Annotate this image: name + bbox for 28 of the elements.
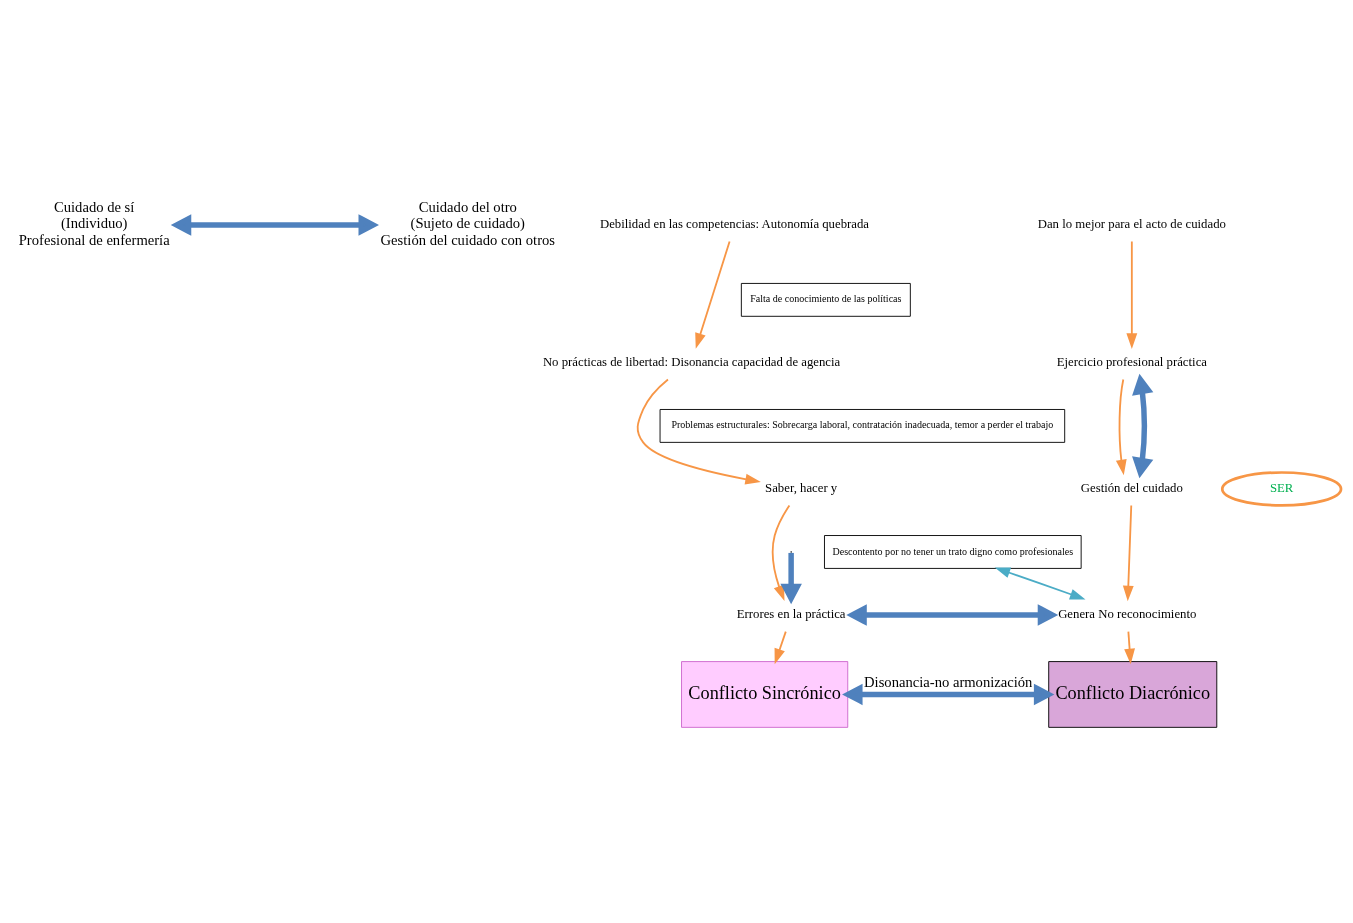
arrow xyxy=(994,567,1086,599)
edge-label: Disonancia-no armonización xyxy=(864,673,1033,690)
node-text: Errores en la práctica xyxy=(736,606,846,621)
node-text: Genera No reconocimiento xyxy=(1058,606,1197,621)
node-text: Dan lo mejor para el acto de cuidado xyxy=(1037,216,1226,231)
node-box: Problemas estructurales: Sobrecarga laboral, contratación inadecuada, temor a perder el trabajo xyxy=(659,408,1066,443)
node-box: Conflicto Sincrónico xyxy=(681,660,849,728)
node-text: Debilidad en las competencias: Autonomía quebrada xyxy=(599,216,870,231)
arrow xyxy=(1126,240,1138,349)
arrow xyxy=(1132,373,1154,478)
arrow xyxy=(170,213,379,236)
node-text: Cuidado de sí (Individuo) Profesional de enfermería xyxy=(18,198,170,248)
node-box: Falta de conocimiento de las políticas xyxy=(740,282,911,317)
arrow xyxy=(695,240,731,349)
arrow xyxy=(636,378,761,485)
node-box: Descontento por no tener un trato digno como profesionales xyxy=(824,534,1082,569)
node-ellipse: SER xyxy=(1220,470,1343,507)
node-text: No prácticas de libertad: Disonancia capacidad de agencia xyxy=(542,354,841,369)
arrow xyxy=(1115,378,1127,475)
arrow xyxy=(1122,504,1134,601)
arrow xyxy=(842,683,1055,705)
node-box: Conflicto Diacrónico xyxy=(1048,660,1218,728)
node-text: Cuidado del otro (Sujeto de cuidado) Gestión del cuidado con otros xyxy=(380,198,556,248)
arrow xyxy=(846,603,1059,626)
node-text: Saber, hacer y xyxy=(765,480,838,495)
node-text: Ejercicio profesional práctica xyxy=(1056,354,1207,369)
node-text: Gestión del cuidado xyxy=(1080,480,1183,495)
arrow xyxy=(774,630,787,664)
